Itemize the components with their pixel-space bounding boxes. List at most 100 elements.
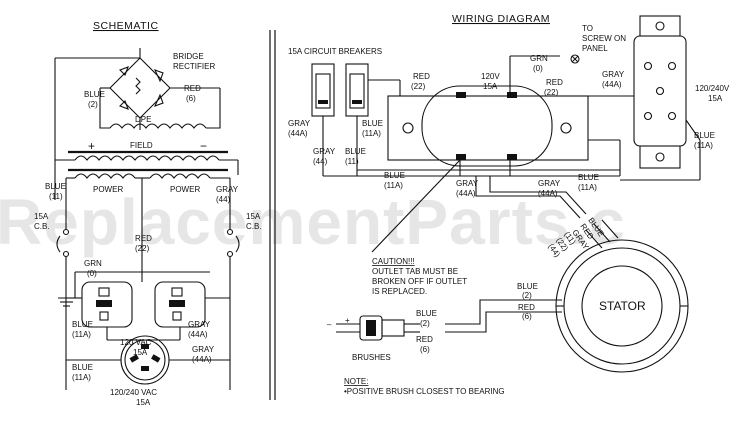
power-coils	[65, 168, 231, 272]
brush-blue-2-b: (2)	[420, 319, 430, 328]
wire-blue-11-b: (11)	[345, 157, 359, 166]
wiring-240v-outlet	[595, 15, 701, 169]
schem-blue-11a-c: BLUE	[72, 363, 93, 372]
schem-gray-44-b: (44)	[216, 195, 231, 204]
schem-blue-11-a: BLUE	[45, 182, 66, 191]
brushes-label: BRUSHES	[352, 353, 391, 362]
wiring-title: WIRING DIAGRAM	[452, 13, 550, 25]
wire-red-22b-b: (22)	[544, 88, 559, 97]
wire-gray-44a-b: (44A)	[602, 80, 622, 89]
stator-blue-2-b: (2)	[522, 291, 532, 300]
stator	[555, 219, 689, 373]
power-left-label: POWER	[93, 185, 123, 194]
outlet-120-b: 15A	[483, 82, 498, 91]
wire-gray-44a-r-b: (44A)	[538, 189, 558, 198]
wire-blue-11a-l-a: BLUE	[362, 119, 383, 128]
wire-gray-44a-l-b: (44A)	[288, 129, 308, 138]
caution-line-1: OUTLET TAB MUST BE	[372, 267, 458, 276]
schem-blue-2-b: (2)	[88, 100, 98, 109]
bridge-label-2: RECTIFIER	[173, 62, 215, 71]
wire-red-22-b: (22)	[411, 82, 426, 91]
wire-blue-11a-r-a: BLUE	[578, 173, 599, 182]
stator-brush-leads	[445, 299, 562, 333]
screw-label-1: TO	[582, 24, 593, 33]
wire-red-22b-a: RED	[546, 78, 563, 87]
schem-120vac-b: 15A	[133, 348, 148, 357]
wire-gray-44-a: GRAY	[313, 147, 336, 156]
caution-line-2: BROKEN OFF IF OUTLET	[372, 277, 467, 286]
brush-plus: +	[345, 316, 350, 325]
schem-red-6-b: (6)	[186, 94, 196, 103]
field-coil	[55, 150, 239, 175]
caution-leader	[371, 159, 461, 253]
outlet-120-a: 120V	[481, 72, 500, 81]
brush-minus: –	[327, 320, 332, 329]
bridge-rectifier	[54, 48, 220, 200]
schem-blue-11a-a: BLUE	[72, 320, 93, 329]
schem-cb-left-b: C.B.	[34, 222, 50, 231]
outlet-240-a: 120/240V	[695, 84, 730, 93]
wire-gray-44-b: (44)	[313, 157, 328, 166]
wire-blue-11a-r-b: (11A)	[578, 183, 597, 192]
wire-gray-44a-r-a: GRAY	[538, 179, 561, 188]
wiring-120v-outlet	[387, 55, 595, 167]
caution-line-3: IS REPLACED.	[372, 287, 427, 296]
schem-red-6-a: RED	[184, 84, 201, 93]
dpe-coil	[99, 88, 221, 129]
stator-blue-2-a: BLUE	[517, 282, 538, 291]
schematic-title: SCHEMATIC	[93, 20, 159, 32]
wire-blue-11-a: BLUE	[345, 147, 366, 156]
schem-cb-left-a: 15A	[34, 212, 49, 221]
wiring-breakers	[311, 63, 400, 176]
schem-gray-44-a: GRAY	[216, 185, 239, 194]
power-right-label: POWER	[170, 185, 200, 194]
wire-grn-0-b: (0)	[533, 64, 543, 73]
schem-duplex-outlets	[58, 271, 230, 341]
schem-red-22-b: (22)	[135, 244, 150, 253]
wire-blue-11a-f-b: (11A)	[694, 141, 713, 150]
schem-gray-44a-d: (44A)	[192, 355, 212, 364]
schem-blue-11-b: (11)	[49, 192, 63, 201]
schem-240vac-a: 120/240 VAC	[110, 388, 157, 397]
wire-gray-44a-a: GRAY	[602, 70, 625, 79]
panel-screw-icon	[570, 54, 580, 64]
schem-red-22-a: RED	[135, 234, 152, 243]
wire-gray-44a-l-a: GRAY	[288, 119, 311, 128]
field-plus: +	[88, 139, 95, 153]
schem-blue-2-a: BLUE	[84, 90, 105, 99]
screw-label-3: PANEL	[582, 44, 608, 53]
brush-red-6-a: RED	[416, 335, 433, 344]
brush-blue-2-a: BLUE	[416, 309, 437, 318]
schem-blue-11a-d: (11A)	[72, 373, 91, 382]
schem-cb-right-b: C.B.	[246, 222, 262, 231]
stator-red-6-a: RED	[518, 303, 535, 312]
dpe-label: DPE	[135, 115, 151, 124]
schem-breakers	[56, 228, 240, 390]
wire-blue-11a-f-a: BLUE	[694, 131, 715, 140]
schem-gray-44a-a: GRAY	[188, 320, 211, 329]
schem-gray-44a-b: (44A)	[188, 330, 208, 339]
stator-lead-labels: GRAY RED BLUE (44) (22) (11)	[546, 216, 605, 259]
wire-gray-44a-m-b: (44A)	[456, 189, 476, 198]
field-minus: −	[200, 139, 207, 153]
wire-grn-0-a: GRN	[530, 54, 548, 63]
wire-red-22-a: RED	[413, 72, 430, 81]
wire-bundle	[323, 139, 701, 219]
note-text: •POSITIVE BRUSH CLOSEST TO BEARING	[344, 387, 505, 396]
brushes	[336, 315, 420, 341]
caution-title: CAUTION!!!	[372, 257, 415, 266]
wire-blue-11a-m-a: BLUE	[384, 171, 405, 180]
wire-blue-11a-l-b: (11A)	[362, 129, 381, 138]
schem-grn-0-a: GRN	[84, 259, 102, 268]
note-title: NOTE:	[344, 377, 368, 386]
stator-red-6-b: (6)	[522, 312, 532, 321]
field-label: FIELD	[130, 141, 153, 150]
schem-240v-outlet	[66, 335, 230, 385]
schem-240vac-b: 15A	[136, 398, 151, 407]
schem-grn-0-b: (0)	[87, 269, 97, 278]
stator-label: STATOR	[599, 299, 646, 313]
brush-red-6-b: (6)	[420, 345, 430, 354]
screw-label-2: SCREW ON	[582, 34, 626, 43]
